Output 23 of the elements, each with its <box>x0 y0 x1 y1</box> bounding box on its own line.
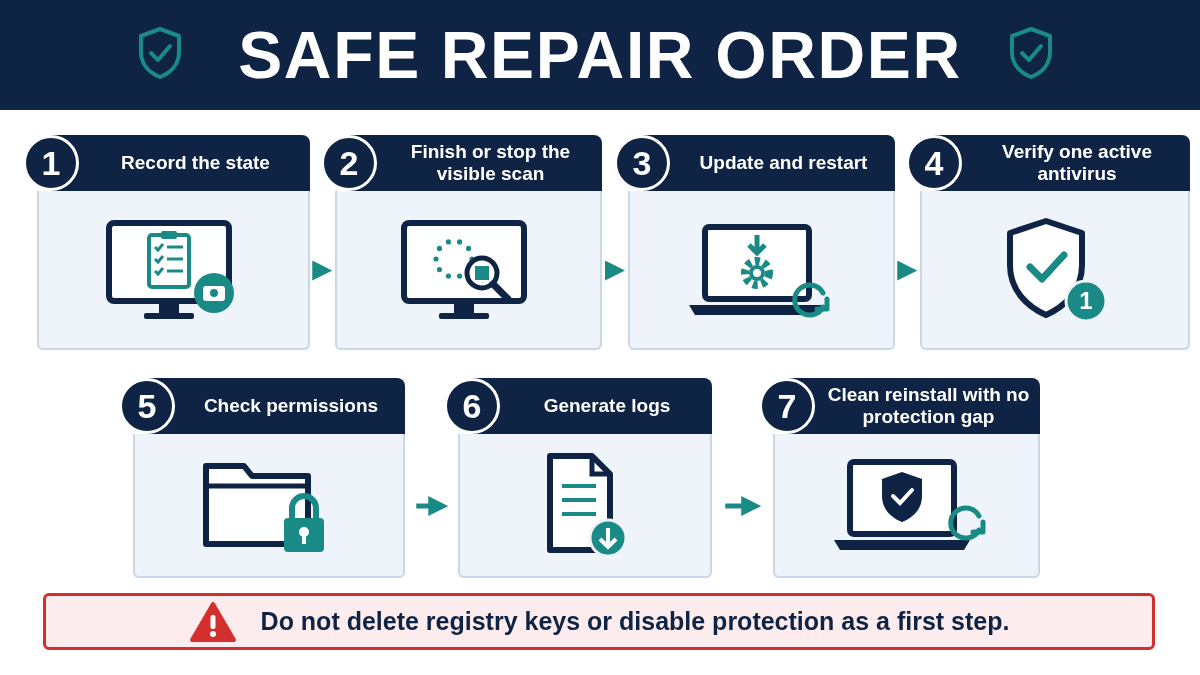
step-number: 2 <box>321 135 377 191</box>
arrow <box>312 260 333 281</box>
warning-box <box>43 593 1155 650</box>
step-title: Verify one active antivirus <box>1001 141 1153 185</box>
badge-number: 1 <box>1078 287 1094 314</box>
step-number: 4 <box>906 135 962 191</box>
step-number: 5 <box>119 378 175 434</box>
warning-text: Do not delete registry keys or disable protection as a first step. <box>260 605 1010 637</box>
step-title: Check permissions <box>203 395 379 417</box>
title: SAFE REPAIR ORDER <box>237 18 963 92</box>
arrow <box>725 496 762 516</box>
step-title: Finish or stop the visible scan <box>409 141 572 185</box>
step-number: 7 <box>759 378 815 434</box>
arrow <box>897 260 918 281</box>
step-title: Record the state <box>121 152 270 174</box>
arrow <box>605 260 625 281</box>
step-number: 1 <box>23 135 79 191</box>
step-number: 3 <box>614 135 670 191</box>
step-title: Update and restart <box>699 152 868 174</box>
step-title: Generate logs <box>543 395 671 417</box>
step-number: 6 <box>444 378 500 434</box>
step-title: Clean reinstall with no protection gap <box>826 384 1031 428</box>
arrow <box>416 496 449 516</box>
